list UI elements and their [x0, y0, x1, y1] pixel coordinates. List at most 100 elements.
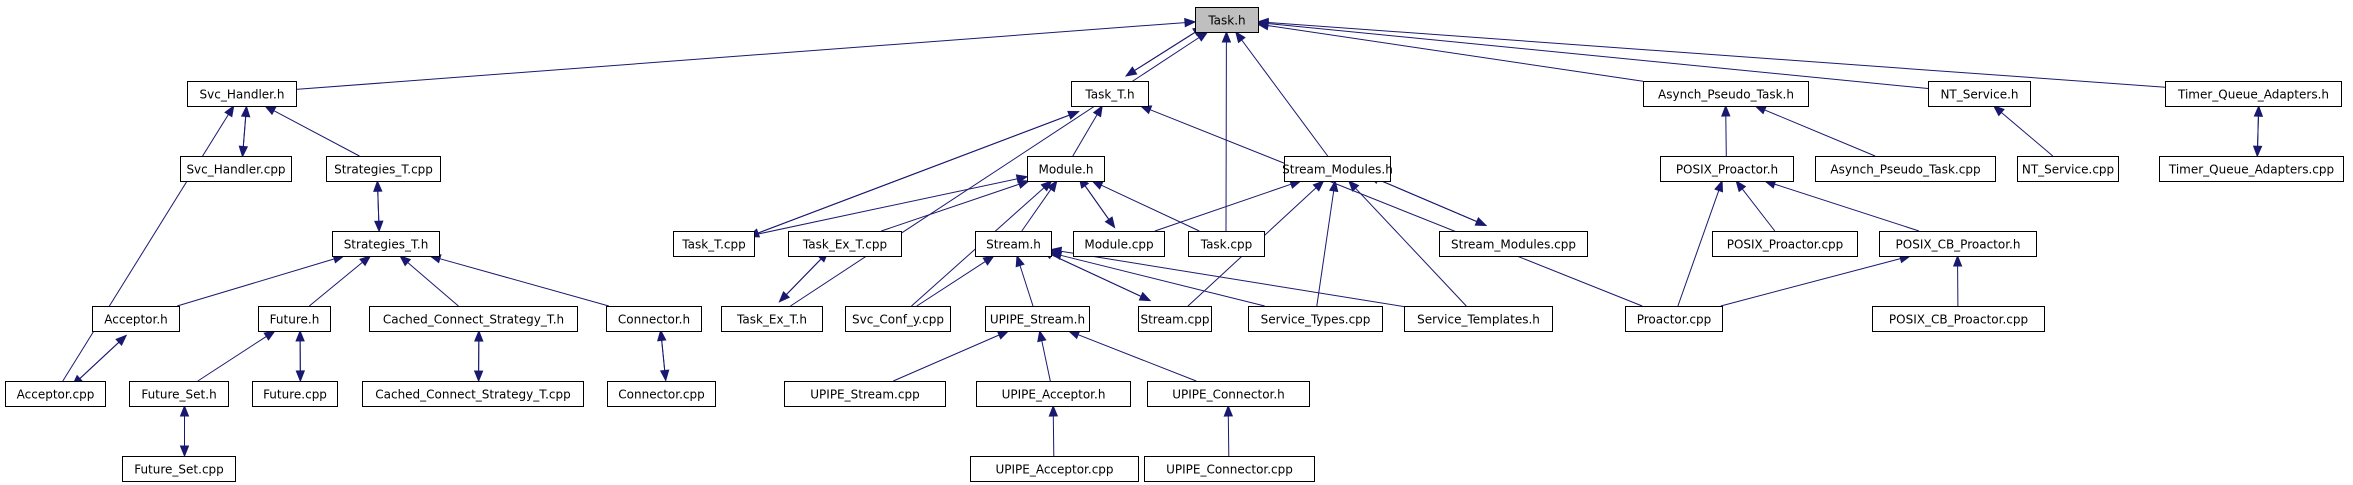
edge-module-h-to-module-cpp [1078, 177, 1110, 220]
edge-posix-proactor-h-to-asynch-pseudo-task-h [1725, 115, 1727, 157]
node-posix-proactor-h[interactable]: POSIX_Proactor.h [1660, 156, 1794, 182]
node-upipe-acceptor-h[interactable]: UPIPE_Acceptor.h [976, 381, 1131, 407]
node-asynch-pseudo-task-h[interactable]: Asynch_Pseudo_Task.h [1643, 81, 1809, 107]
edge-stream-modules-h-to-stream-modules-cpp [1368, 175, 1477, 223]
node-proactor-cpp[interactable]: Proactor.cpp [1625, 306, 1723, 332]
node-future-set-h[interactable]: Future_Set.h [129, 381, 229, 407]
node-label: Connector.h [618, 313, 690, 327]
node-box [369, 306, 578, 332]
node-label: Stream_Modules.cpp [1451, 238, 1576, 252]
node-future-cpp[interactable]: Future.cpp [252, 381, 338, 407]
arrowhead-icon [399, 255, 412, 267]
arrowhead-icon [778, 291, 791, 303]
edge-strategies-t-cpp-to-svc-handler-h [273, 110, 360, 157]
node-strategies-t-cpp[interactable]: Strategies_T.cpp [326, 156, 441, 182]
arrowhead-icon [1952, 254, 1963, 267]
node-posix-cb-proactor-h[interactable]: POSIX_CB_Proactor.h [1879, 231, 2037, 257]
node-svc-handler-cpp[interactable]: Svc_Handler.cpp [180, 156, 292, 182]
arrowhead-icon [1721, 104, 1731, 117]
node-stream-modules-cpp[interactable]: Stream_Modules.cpp [1439, 231, 1588, 257]
node-posix-cb-proactor-cpp[interactable]: POSIX_CB_Proactor.cpp [1872, 306, 2045, 332]
node-connector-h[interactable]: Connector.h [606, 306, 702, 332]
node-posix-proactor-cpp[interactable]: POSIX_Proactor.cpp [1712, 231, 1858, 257]
node-acceptor-cpp[interactable]: Acceptor.cpp [5, 381, 106, 407]
node-box [2165, 81, 2342, 107]
node-label: Acceptor.h [104, 313, 168, 327]
node-box [1071, 81, 1149, 107]
node-label: Cached_Connect_Strategy_T.h [383, 313, 564, 327]
edge-posix-cb-proactor-h-to-posix-proactor-h [1774, 183, 1920, 232]
node-box [2017, 156, 2119, 182]
node-cached-connect-strategy-t-cpp[interactable]: Cached_Connect_Strategy_T.cpp [362, 381, 584, 407]
node-asynch-pseudo-task-cpp[interactable]: Asynch_Pseudo_Task.cpp [1815, 156, 1996, 182]
node-task-h[interactable]: Task.h [1195, 7, 1259, 33]
node-nt-service-cpp[interactable]: NT_Service.cpp [2017, 156, 2119, 182]
node-box [845, 306, 951, 332]
node-strategies-t-h[interactable]: Strategies_T.h [332, 231, 440, 257]
node-svc-conf-y-cpp[interactable]: Svc_Conf_y.cpp [845, 306, 951, 332]
node-future-set-cpp[interactable]: Future_Set.cpp [122, 456, 236, 482]
edge-module-h-to-task-t-h [1072, 114, 1098, 157]
node-label: Future.cpp [263, 388, 327, 402]
node-label: Service_Types.cpp [1261, 313, 1371, 327]
node-box [1144, 456, 1315, 482]
edge-task-cpp-to-module-h [1101, 184, 1200, 232]
node-box [1027, 156, 1105, 182]
node-task-ex-t-cpp[interactable]: Task_Ex_T.cpp [788, 231, 902, 257]
node-future-h[interactable]: Future.h [258, 306, 331, 332]
node-label: Stream.h [986, 238, 1041, 252]
node-upipe-connector-h[interactable]: UPIPE_Connector.h [1147, 381, 1310, 407]
node-nt-service-h[interactable]: NT_Service.h [1928, 81, 2031, 107]
edge-upipe-connector-h-to-upipe-stream-h [1077, 334, 1197, 382]
node-box [1712, 231, 1858, 257]
node-label: Svc_Handler.h [200, 88, 285, 102]
node-upipe-connector-cpp[interactable]: UPIPE_Connector.cpp [1144, 456, 1315, 482]
node-label: Cached_Connect_Strategy_T.cpp [375, 388, 571, 402]
node-svc-handler-h[interactable]: Svc_Handler.h [187, 81, 297, 107]
edge-svc-handler-h-to-task-h [295, 22, 1186, 90]
node-upipe-stream-cpp[interactable]: UPIPE_Stream.cpp [784, 381, 946, 407]
node-stream-modules-h[interactable]: Stream_Modules.h [1282, 156, 1393, 182]
node-task-cpp[interactable]: Task.cpp [1188, 231, 1265, 257]
arrowhead-icon [359, 255, 372, 267]
node-service-types-cpp[interactable]: Service_Types.cpp [1248, 306, 1383, 332]
node-service-templates-h[interactable]: Service_Templates.h [1404, 306, 1553, 332]
node-box [326, 156, 441, 182]
node-timer-queue-adapters-h[interactable]: Timer_Queue_Adapters.h [2165, 81, 2342, 107]
node-label: UPIPE_Acceptor.cpp [995, 463, 1113, 477]
arrowhead-icon [1017, 179, 1030, 189]
node-stream-h[interactable]: Stream.h [975, 231, 1052, 257]
node-label: Timer_Queue_Adapters.cpp [2168, 163, 2334, 177]
edge-task-t-cpp-to-module-h [753, 178, 1018, 236]
node-upipe-acceptor-cpp[interactable]: UPIPE_Acceptor.cpp [970, 456, 1139, 482]
edge-service-templates-h-to-stream-h [1060, 250, 1405, 308]
node-timer-queue-adapters-cpp[interactable]: Timer_Queue_Adapters.cpp [2159, 156, 2344, 182]
node-stream-cpp[interactable]: Stream.cpp [1138, 306, 1212, 332]
node-box [129, 381, 229, 407]
node-module-h[interactable]: Module.h [1027, 156, 1105, 182]
edge-service-templates-h-to-stream-modules-h [1355, 187, 1467, 307]
node-task-ex-t-h[interactable]: Task_Ex_T.h [721, 306, 823, 332]
arrowhead-icon [659, 369, 670, 382]
node-box [976, 381, 1131, 407]
node-label: Stream.cpp [1140, 313, 1209, 327]
node-acceptor-h[interactable]: Acceptor.h [92, 306, 180, 332]
arrowhead-icon [238, 145, 249, 158]
node-cached-connect-strategy-t-h[interactable]: Cached_Connect_Strategy_T.h [369, 306, 578, 332]
node-upipe-stream-h[interactable]: UPIPE_Stream.h [985, 306, 1090, 332]
arrowhead-icon [1256, 17, 1269, 28]
node-task-t-cpp[interactable]: Task_T.cpp [673, 231, 755, 257]
arrowhead-icon [1124, 66, 1138, 77]
edge-future-h-to-strategies-t-h [308, 261, 363, 307]
arrowhead-icon [996, 330, 1010, 340]
edge-svc-handler-h-to-svc-handler-cpp [242, 106, 247, 147]
arrowhead-icon [374, 220, 384, 233]
edge-connector-h-to-strategies-t-h [439, 258, 609, 307]
arrowhead-icon [1091, 180, 1104, 190]
node-label: Service_Templates.h [1417, 313, 1540, 327]
node-connector-cpp[interactable]: Connector.cpp [607, 381, 716, 407]
edge-acceptor-h-to-strategies-t-h [177, 258, 335, 307]
node-box [1248, 306, 1383, 332]
node-task-t-h[interactable]: Task_T.h [1071, 81, 1149, 107]
node-module-cpp[interactable]: Module.cpp [1073, 231, 1165, 257]
